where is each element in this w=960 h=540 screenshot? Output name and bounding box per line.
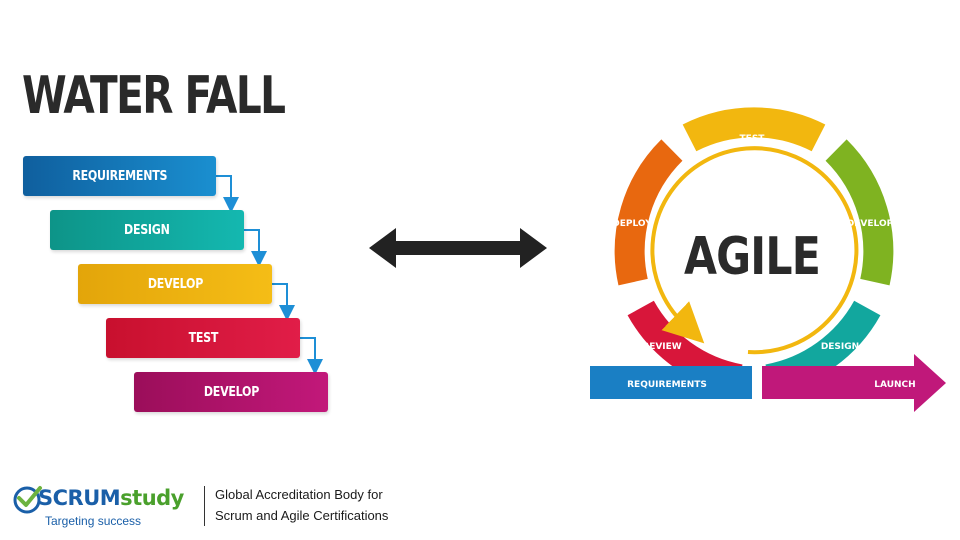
agile-label-launch: LAUNCH	[874, 380, 915, 390]
brand-tagline: Targeting success	[45, 514, 142, 528]
waterfall-arrow-4	[300, 337, 323, 375]
waterfall-arrow-2	[244, 229, 267, 267]
agile-label-requirements: REQUIREMENTS	[627, 380, 707, 390]
footer-text-line-1: Global Accreditation Body for	[215, 487, 383, 502]
waterfall-step-test: TEST	[106, 318, 300, 358]
waterfall-step-develop: DEVELOP	[78, 264, 272, 304]
agile-inner-loop	[650, 146, 859, 355]
waterfall-step-develop-2: DEVELOP	[134, 372, 328, 412]
agile-label-test: TEST	[740, 134, 766, 144]
agile-label-design: DESIGN	[821, 342, 859, 352]
waterfall-title: WATER FALL	[22, 66, 286, 126]
agile-segment-develop	[825, 139, 894, 286]
agile-title: AGILE	[684, 227, 820, 287]
footer-divider	[204, 486, 205, 526]
footer-text-line-2: Scrum and Agile Certifications	[215, 508, 389, 523]
waterfall-arrow-1	[216, 175, 239, 213]
waterfall-step-requirements: REQUIREMENTS	[23, 156, 216, 196]
agile-label-develop: DEVELOP	[847, 219, 894, 229]
agile-launch-arrow	[762, 354, 946, 412]
agile-requirements-bar	[590, 366, 752, 399]
agile-segment-deploy	[614, 139, 683, 286]
agile-label-review: REVIEW	[642, 342, 682, 352]
agile-label-deploy: DEPLOY	[612, 219, 652, 229]
waterfall-arrow-3	[272, 283, 295, 321]
agile-segment-test	[682, 107, 826, 152]
brand-name: SCRUMstudy	[38, 486, 184, 510]
waterfall-step-design: DESIGN	[50, 210, 244, 250]
